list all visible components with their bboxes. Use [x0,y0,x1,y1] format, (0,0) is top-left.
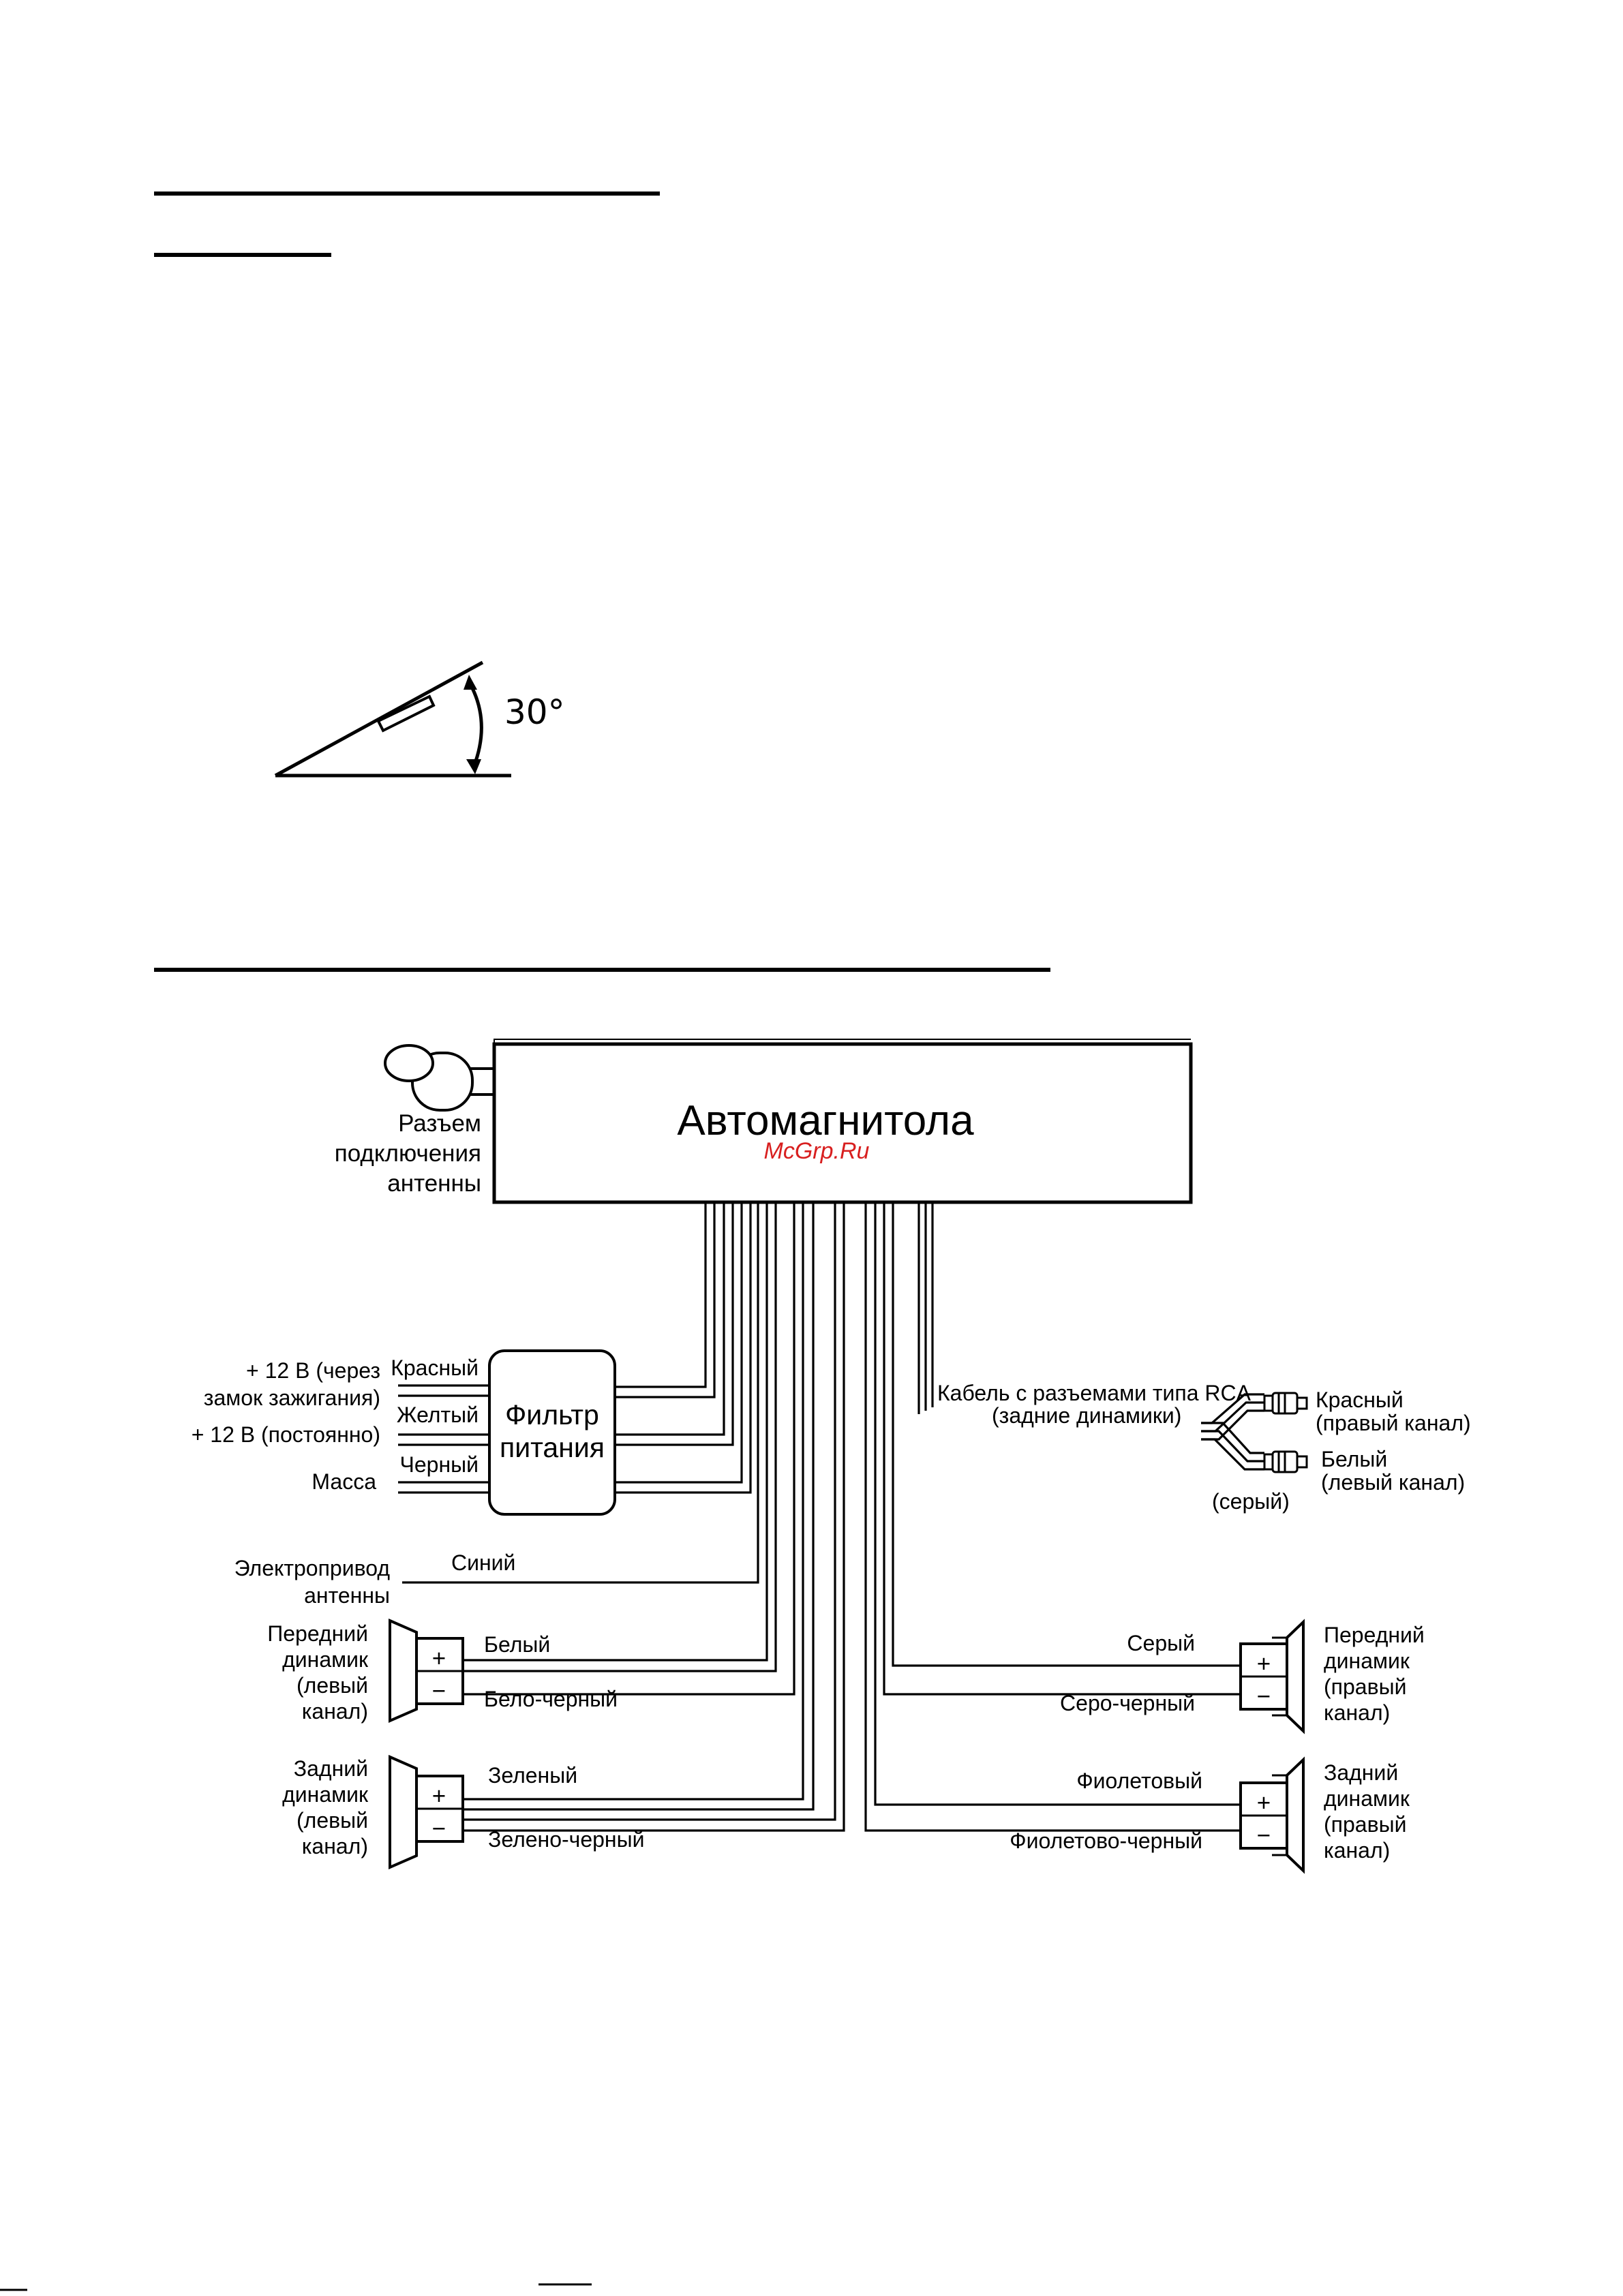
rca-cable-label-1: Кабель с разъемами типа RCA [937,1381,1252,1405]
front-right-minus: − [1257,1683,1271,1710]
rear-left-minus: − [432,1816,446,1842]
rear-right-plus-wire: Фиолетовый [1076,1769,1202,1793]
antenna-connector-label-2: подключения [335,1140,481,1167]
front-left-label-2: динамик [282,1647,369,1672]
power-input-ignition-wire: Красный [391,1356,479,1380]
antenna-connector-label-1: Разъем [398,1110,481,1137]
antenna-connector-icon [384,1044,529,1112]
power-input-wires [398,1384,489,1494]
front-right-label-4: канал) [1324,1700,1390,1725]
front-right-label-2: динамик [1324,1649,1410,1673]
mounting-angle-figure: 30° [274,660,565,778]
antenna-drive-wire: Синий [451,1550,515,1575]
antenna-drive-label-2: антенны [304,1583,390,1608]
rca-right-plug-label-1: Красный [1316,1388,1404,1412]
front-left-label-3: (левый [297,1673,368,1698]
front-left-minus: − [432,1678,446,1704]
rca-right-plug-label-2: (правый канал) [1316,1411,1471,1435]
rear-left-label-2: динамик [282,1782,369,1807]
antenna-drive-label-1: Электропривод [234,1556,391,1580]
power-input-ground-label: Масса [312,1469,376,1494]
head-unit-box [492,1039,1193,1204]
rca-plug-right-icon [1263,1392,1308,1415]
rear-left-label-3: (левый [297,1808,368,1833]
rear-right-minus: − [1257,1822,1271,1849]
power-filter-label-1: Фильтр [505,1399,599,1430]
rca-cable [1201,1393,1264,1471]
rear-left-label-4: канал) [302,1834,368,1858]
front-right-plus-wire: Серый [1127,1631,1195,1655]
rca-plug-left-icon [1263,1450,1308,1473]
rear-right-label-2: динамик [1324,1786,1410,1811]
rear-right-minus-wire: Фиолетово-черный [1010,1828,1202,1853]
scan-mark [0,2283,592,2291]
front-right-label-3: (правый [1324,1674,1406,1699]
rca-left-plug-label-2: (левый канал) [1321,1470,1465,1495]
head-unit-title: Автомагнитола [677,1097,974,1144]
power-input-constant-wire: Желтый [397,1403,479,1427]
front-left-label-4: канал) [302,1699,368,1724]
front-right-label-1: Передний [1324,1623,1425,1647]
wire-bundle [402,1202,1241,1832]
rear-right-label-1: Задний [1324,1760,1398,1785]
front-left-label-1: Передний [267,1621,368,1646]
watermark: McGrp.Ru [764,1138,870,1164]
front-left-speaker-icon [389,1618,464,1724]
antenna-connector-label-3: антенны [387,1170,481,1197]
front-left-minus-wire: Бело-черный [484,1687,618,1711]
rear-right-speaker-icon [1239,1756,1305,1874]
front-right-speaker-icon [1239,1619,1305,1734]
rca-cable-label-2: (задние динамики) [992,1403,1181,1428]
rca-gray-note: (серый) [1212,1489,1290,1514]
front-left-plus-wire: Белый [484,1632,550,1657]
power-filter-box [488,1349,616,1516]
rear-right-label-4: канал) [1324,1838,1390,1863]
power-input-ignition-label-2: замок зажигания) [204,1386,380,1410]
rca-left-plug-label-1: Белый [1321,1447,1387,1471]
power-input-ground-wire: Черный [400,1452,479,1477]
power-input-ignition-label-1: + 12 В (через [246,1358,380,1383]
front-right-plus: + [1257,1651,1271,1677]
front-right-minus-wire: Серо-черный [1060,1691,1195,1715]
rear-left-speaker-icon [389,1754,464,1870]
angle-label: 30° [504,692,565,732]
rear-left-label-1: Задний [294,1756,368,1781]
power-filter-label-2: питания [500,1432,605,1463]
rear-right-label-3: (правый [1324,1812,1406,1837]
power-input-constant-label: + 12 В (постоянно) [192,1422,380,1447]
rear-left-plus: + [432,1783,446,1809]
rear-right-plus: + [1257,1790,1271,1816]
rear-left-minus-wire: Зелено-черный [488,1827,644,1852]
rear-left-plus-wire: Зеленый [488,1763,577,1788]
front-left-plus: + [432,1645,446,1672]
